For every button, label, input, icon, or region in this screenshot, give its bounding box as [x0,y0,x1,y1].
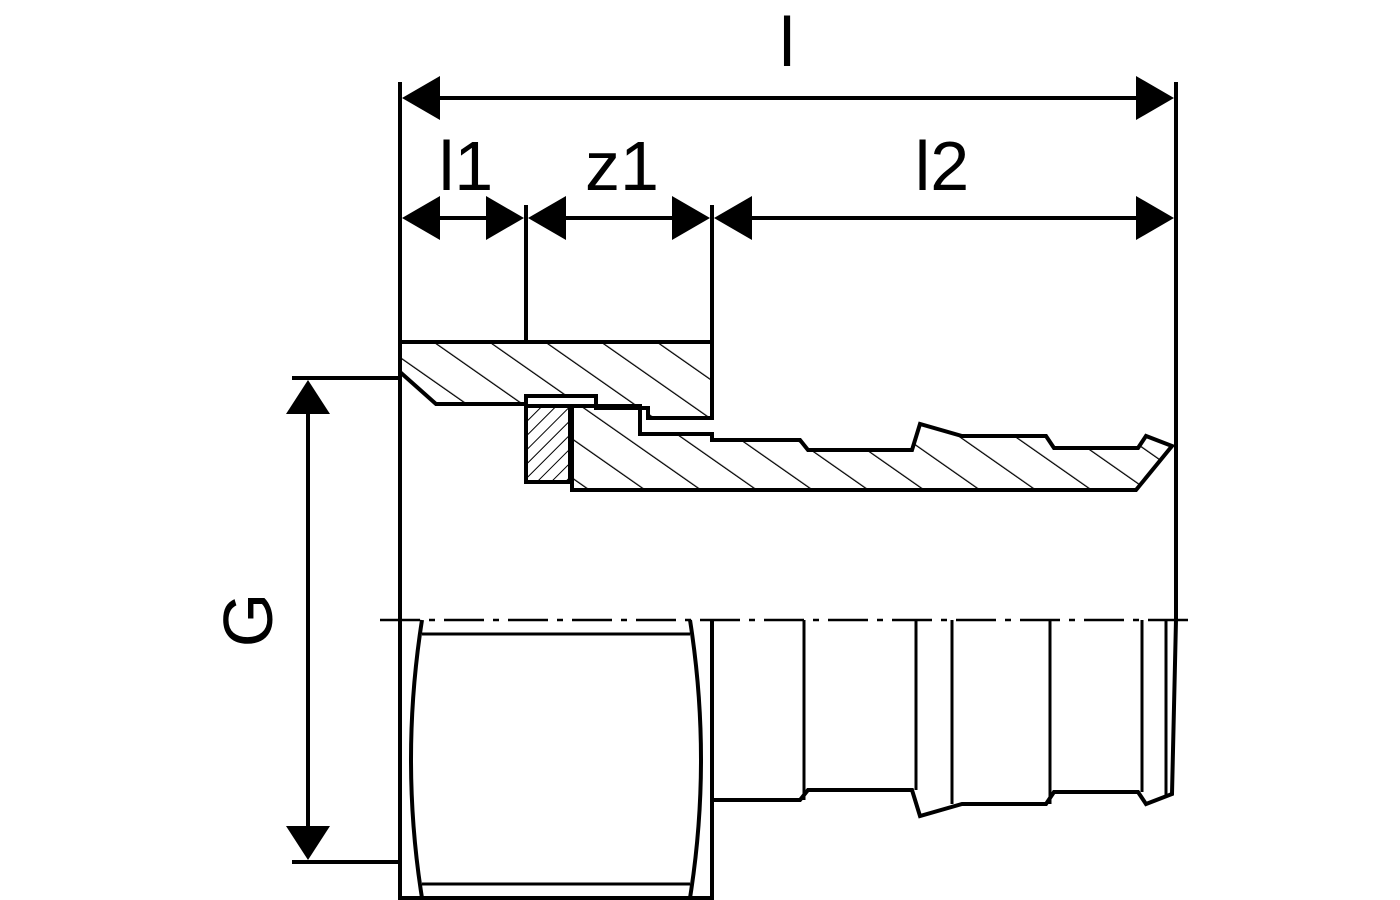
insert-section [570,404,1176,492]
arrowhead-z1-left [528,196,566,240]
extension-lines [292,82,1178,864]
dimension-thread: G [209,380,330,860]
label-length-1: l1 [439,127,493,205]
arrowhead-g-bottom [286,826,330,860]
label-length-2: l2 [915,127,969,205]
dimension-total-length: l [402,3,1174,120]
arrowhead-l1-left [402,196,440,240]
arrowhead-g-top [286,380,330,414]
arrowhead-l1-right [486,196,524,240]
label-total-length: l [779,3,795,81]
nut-section [398,340,714,420]
arrowhead-right [1136,76,1174,120]
arrowhead-z1-right [672,196,710,240]
nut-face-curve [409,619,424,899]
exterior-view [398,372,1178,900]
nut-face-curve-right [688,619,703,899]
section-view [398,340,1176,492]
arrowhead-left [402,76,440,120]
dimension-segments: l1 z1 l2 [402,127,1174,240]
label-length-z1: z1 [585,127,659,205]
arrowhead-l2-right [1136,196,1174,240]
label-thread: G [209,593,287,647]
insert-outline [712,619,1178,819]
seal-ring [524,404,572,484]
barb-line-1 [919,802,963,818]
nut-outline [400,620,714,900]
arrowhead-l2-left [714,196,752,240]
